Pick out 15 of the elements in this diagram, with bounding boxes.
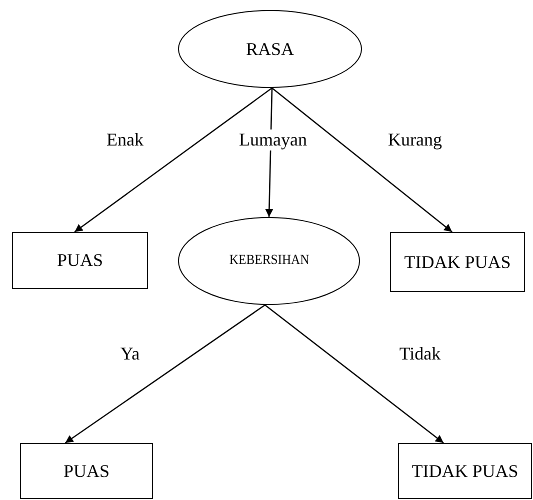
node-label: KEBERSIHAN [229,253,309,269]
arrow [272,88,452,232]
node-label: PUAS [56,250,104,271]
node-label: TIDAK PUAS [404,252,511,272]
node-label: RASA [246,38,294,60]
node-label: PUAS [63,460,110,482]
node-label: TIDAK PUAS [412,460,518,482]
edge-label: Lumayan [237,130,309,150]
outcome-box [390,232,525,292]
outcome-box [12,232,148,289]
outcome-box [398,443,532,499]
arrow [264,304,444,444]
outcome-box [20,443,153,499]
arrow [64,304,266,444]
arrow [74,87,272,233]
